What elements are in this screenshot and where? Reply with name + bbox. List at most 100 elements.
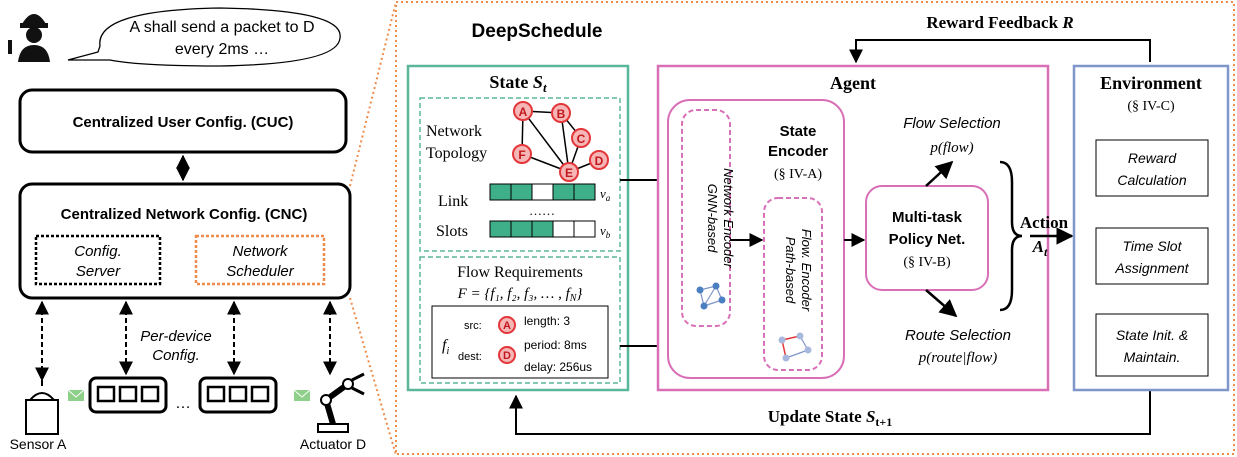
- flow-requirements-title: Flow Requirements: [457, 264, 583, 281]
- cuc-label: Centralized User Config. (CUC): [73, 114, 294, 131]
- speech-line-1: A shall send a packet to D: [130, 19, 315, 36]
- switch-icon-2: [198, 376, 278, 414]
- time-slot-box: [1095, 227, 1209, 285]
- speech-bubble: A shall send a packet to D every 2ms …: [67, 7, 341, 67]
- dest-label: dest:: [458, 351, 482, 363]
- network-scheduler-box: [194, 234, 326, 286]
- slot-row-a: [489, 183, 596, 201]
- deepschedule-title: DeepSchedule: [472, 21, 603, 42]
- action-label: Action: [1020, 213, 1069, 232]
- sensor-icon: [25, 380, 59, 435]
- flow-selection-arrow: [925, 160, 954, 187]
- gnn-encoder-line-1: GNN-based: [705, 184, 720, 253]
- reward-calc-line-1: Reward: [1128, 150, 1177, 166]
- gnn-encoder-line-2: Network Encoder: [721, 168, 736, 268]
- state-encoder-line-1: State: [780, 123, 817, 140]
- svg-text:D: D: [595, 154, 604, 168]
- policy-net-line-2: Policy Net.: [889, 231, 966, 248]
- flow-period: period: 8ms: [524, 338, 587, 352]
- cuc-box: [18, 88, 348, 154]
- state-title: State St: [489, 72, 547, 95]
- action-bracket: [999, 160, 1023, 312]
- vb-label: vb: [600, 223, 611, 240]
- route-selection-label: Route Selection: [905, 327, 1011, 344]
- network-topology-line-2: Topology: [426, 145, 487, 162]
- cnc-box: [18, 182, 352, 300]
- packet-icon-1: [67, 389, 85, 401]
- state-init-line-2: Maintain.: [1124, 349, 1181, 365]
- flow-length: length: 3: [524, 314, 570, 328]
- route-selection-arrow: [925, 289, 958, 318]
- slots-label: Slots: [436, 223, 468, 240]
- slot-dots: ……: [529, 203, 555, 218]
- zoom-line-top: [349, 1, 397, 187]
- flow-requirements-box: [419, 256, 621, 384]
- policy-net-ref: (§ IV-B): [903, 255, 951, 270]
- per-device-line-2: Config.: [152, 347, 200, 364]
- network-scheduler-line-2: Scheduler: [226, 263, 295, 280]
- gnn-graph-icon: [696, 282, 726, 310]
- route-selection-formula: p(route|flow): [918, 350, 998, 366]
- switch-icon-1: [88, 376, 168, 414]
- environment-ref: (§ IV-C): [1127, 99, 1175, 114]
- svg-text:B: B: [557, 107, 566, 121]
- config-server-box: [34, 234, 162, 286]
- svg-text:F: F: [518, 148, 525, 162]
- update-state-label: Update State St+1: [768, 407, 893, 429]
- update-state-arrow: [509, 390, 1151, 435]
- topology-node-a: A: [513, 101, 533, 121]
- topology-node-d: D: [589, 150, 609, 170]
- svg-text:A: A: [519, 105, 528, 119]
- gnn-encoder-box: [681, 109, 731, 327]
- state-init-box: [1095, 313, 1209, 377]
- network-scheduler-line-1: Network: [232, 243, 289, 260]
- state-encoder-line-2: Encoder: [768, 143, 828, 160]
- time-slot-line-1: Time Slot: [1122, 238, 1182, 254]
- actuator-label: Actuator D: [300, 436, 366, 452]
- path-graph-icon: [778, 332, 812, 362]
- reward-calc-line-2: Calculation: [1117, 172, 1186, 188]
- state-encoder-ref: (§ IV-A): [774, 167, 822, 182]
- config-server-line-2: Server: [76, 263, 121, 280]
- reward-calc-box: [1095, 139, 1209, 197]
- path-encoder-line-2: Flow. Encoder: [799, 229, 814, 312]
- slot-row-b: [489, 220, 596, 238]
- fi-label: fi: [442, 337, 449, 357]
- path-encoder-line-1: Path-based: [783, 237, 798, 304]
- network-topology-line-1: Network: [426, 123, 482, 140]
- switch-dots: …: [175, 395, 191, 412]
- policy-net-line-1: Multi-task: [892, 209, 963, 226]
- flow-detail-box: [431, 305, 609, 379]
- svg-text:A: A: [503, 320, 511, 332]
- packet-icon-2: [293, 389, 311, 401]
- flow-set: F = {f₁, f₂, f₃, … , fN}: [457, 286, 583, 304]
- topology-node-f: F: [512, 144, 532, 164]
- reward-feedback-arrow: [849, 39, 1151, 64]
- engineer-icon: [8, 14, 50, 62]
- topology-node-b: B: [551, 103, 571, 123]
- link-label: Link: [438, 193, 468, 210]
- topology-node-c: C: [571, 128, 591, 148]
- svg-text:D: D: [503, 350, 511, 362]
- flow-selection-label: Flow Selection: [903, 115, 1001, 132]
- va-label: va: [600, 186, 611, 203]
- action-symbol: At: [1032, 237, 1048, 259]
- sensor-label: Sensor A: [10, 436, 67, 452]
- svg-text:C: C: [577, 132, 586, 146]
- state-init-line-1: State Init. &: [1116, 327, 1188, 343]
- config-server-line-1: Config.: [74, 243, 122, 260]
- src-label: src:: [464, 320, 482, 332]
- topology-node-e: E: [559, 162, 579, 182]
- time-slot-line-2: Assignment: [1114, 260, 1189, 276]
- per-device-line-1: Per-device: [140, 328, 211, 345]
- dest-node: D: [498, 346, 516, 364]
- speech-line-2: every 2ms …: [175, 41, 269, 58]
- reward-feedback-label: Reward Feedback R: [926, 13, 1073, 32]
- cnc-label: Centralized Network Config. (CNC): [61, 206, 308, 223]
- path-encoder-box: [763, 197, 823, 371]
- src-node: A: [498, 316, 516, 334]
- flow-delay: delay: 256us: [524, 360, 592, 374]
- zoom-line-bottom: [349, 297, 397, 456]
- svg-text:E: E: [565, 166, 573, 180]
